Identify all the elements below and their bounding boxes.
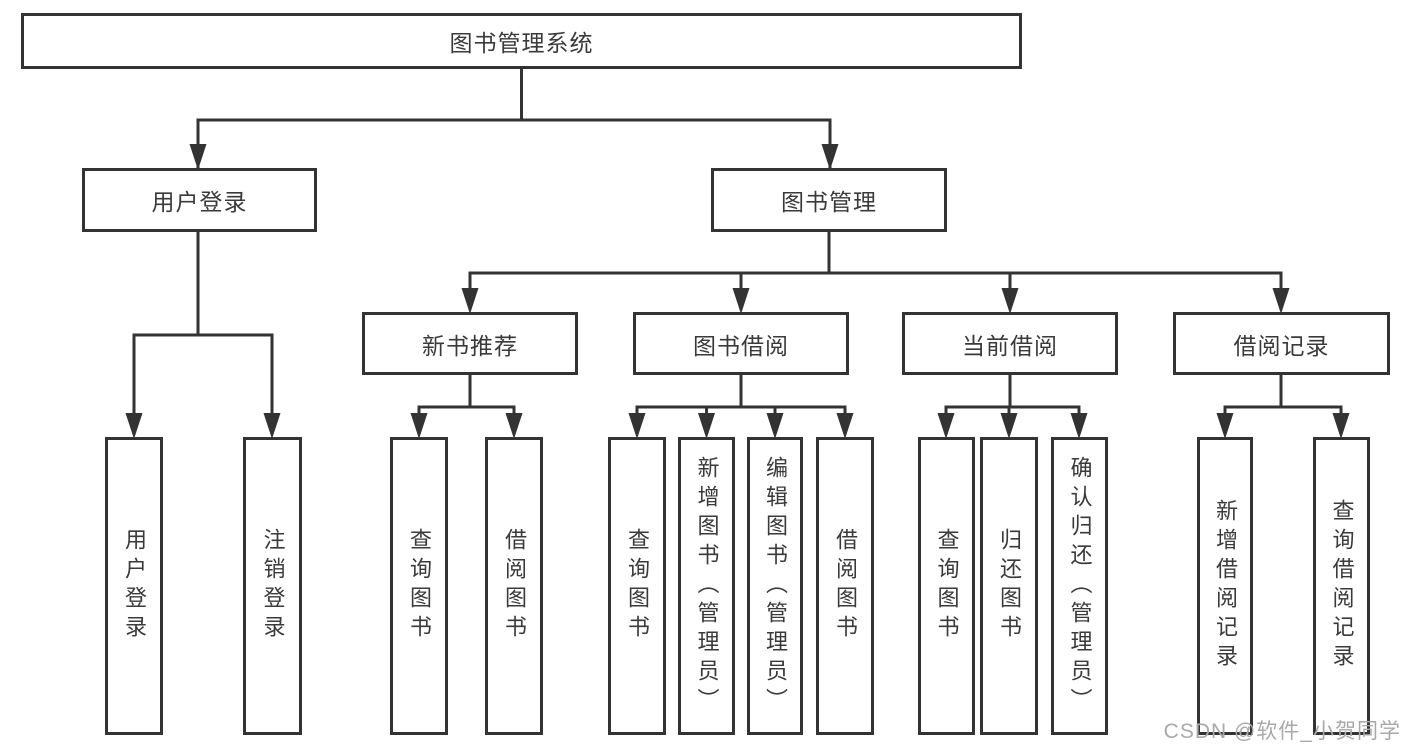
leaf-newbook-borrow-books-label: 借阅图书 <box>502 528 527 644</box>
node-current-borrow: 当前借阅 <box>902 312 1118 375</box>
leaf-query-borrow-record: 查询借阅记录 <box>1313 437 1370 735</box>
leaf-add-books-admin: 新增图书（管理员） <box>678 437 735 735</box>
node-book-management-label: 图书管理 <box>781 189 877 215</box>
leaf-logout: 注销登录 <box>243 437 302 735</box>
leaf-newbook-query-books: 查询图书 <box>390 437 448 735</box>
leaf-borrow-query-books: 查询图书 <box>608 437 666 735</box>
leaf-user-login: 用户登录 <box>105 437 163 735</box>
leaf-newbook-query-books-label: 查询图书 <box>407 528 432 644</box>
leaf-return-books: 归还图书 <box>980 437 1038 735</box>
leaf-query-borrow-record-label: 查询借阅记录 <box>1329 499 1355 673</box>
leaf-borrow-books-label: 借阅图书 <box>833 528 858 644</box>
node-user-login: 用户登录 <box>82 168 317 232</box>
node-borrow-records: 借阅记录 <box>1173 312 1390 375</box>
node-current-borrow-label: 当前借阅 <box>962 332 1058 359</box>
root-node-label: 图书管理系统 <box>449 30 594 56</box>
leaf-borrow-query-books-label: 查询图书 <box>625 528 650 644</box>
leaf-newbook-borrow-books: 借阅图书 <box>485 437 543 735</box>
leaf-edit-books-admin-label: 编辑图书（管理员） <box>763 455 788 717</box>
node-book-management: 图书管理 <box>711 168 947 232</box>
leaf-confirm-return-admin: 确认归还（管理员） <box>1051 437 1108 735</box>
node-new-book-recommend: 新书推荐 <box>362 312 578 375</box>
leaf-add-borrow-record: 新增借阅记录 <box>1197 437 1253 735</box>
root-node-library-system: 图书管理系统 <box>21 13 1022 69</box>
node-user-login-label: 用户登录 <box>151 189 248 215</box>
leaf-user-login-label: 用户登录 <box>122 528 147 644</box>
watermark: CSDN @软件_小贺同学 <box>1163 720 1401 743</box>
leaf-current-query-books: 查询图书 <box>918 437 975 735</box>
leaf-edit-books-admin: 编辑图书（管理员） <box>747 437 803 735</box>
leaf-current-query-books-label: 查询图书 <box>934 528 960 644</box>
node-borrow-records-label: 借阅记录 <box>1233 332 1330 359</box>
leaf-add-books-admin-label: 新增图书（管理员） <box>694 455 720 717</box>
leaf-confirm-return-admin-label: 确认归还（管理员） <box>1067 455 1093 717</box>
leaf-logout-label: 注销登录 <box>260 528 286 644</box>
leaf-return-books-label: 归还图书 <box>997 528 1022 644</box>
node-book-borrow: 图书借阅 <box>633 312 849 375</box>
leaf-borrow-books: 借阅图书 <box>816 437 874 735</box>
leaf-add-borrow-record-label: 新增借阅记录 <box>1213 499 1238 673</box>
node-new-book-recommend-label: 新书推荐 <box>422 332 518 359</box>
node-book-borrow-label: 图书借阅 <box>693 332 789 359</box>
